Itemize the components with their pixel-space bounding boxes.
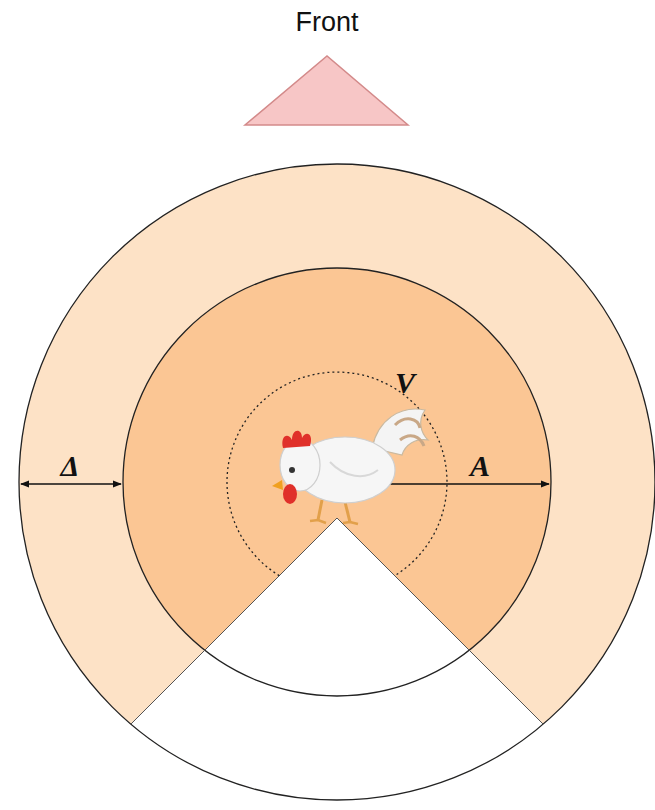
wedge-edge <box>337 518 543 724</box>
heading-label: Front <box>295 9 358 36</box>
front-triangle <box>245 56 408 125</box>
symbol-label: V <box>395 368 415 398</box>
outer-circle <box>19 164 655 800</box>
wedge-edge <box>131 518 337 724</box>
symbol-label: A <box>470 451 490 481</box>
chicken-icon <box>272 409 428 524</box>
symbol-label: Δ <box>61 451 80 481</box>
dotted-arc <box>227 372 447 576</box>
inner-circle <box>123 268 551 696</box>
dimension-arrow <box>21 483 121 484</box>
blind-wedge <box>0 518 655 810</box>
